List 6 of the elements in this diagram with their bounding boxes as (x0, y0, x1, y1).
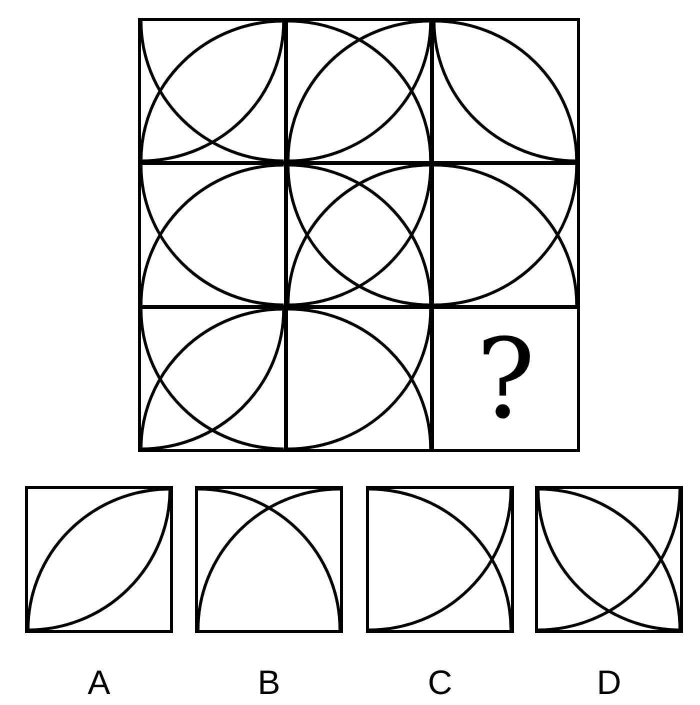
option-label: D (596, 666, 622, 700)
option-label: C (426, 666, 454, 700)
option-label: B (256, 666, 282, 700)
option-label: A (86, 666, 112, 700)
question-mark: ? (476, 324, 536, 434)
grid-cell (431, 306, 580, 452)
